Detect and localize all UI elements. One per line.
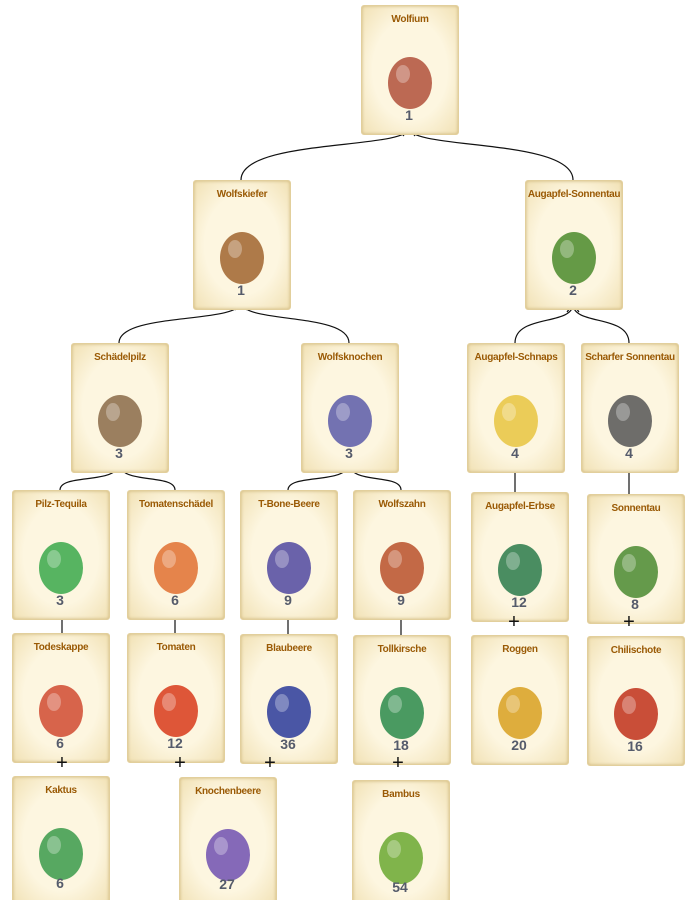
- plus-sign: +: [174, 752, 186, 774]
- item-card-kaktus[interactable]: Kaktus: [12, 776, 110, 900]
- item-card-tomaten[interactable]: Tomaten: [127, 633, 225, 763]
- item-count: 8: [631, 596, 639, 612]
- item-count: 4: [511, 445, 519, 461]
- item-count: 9: [284, 592, 292, 608]
- item-count: 16: [627, 738, 643, 754]
- item-label: Augapfel-Sonnentau: [527, 189, 621, 200]
- item-card-wolfszahn[interactable]: Wolfszahn: [353, 490, 451, 620]
- item-count: 1: [405, 107, 413, 123]
- pilz-tequila-icon: [39, 542, 83, 594]
- item-count: 12: [167, 735, 183, 751]
- item-label: Sonnentau: [611, 503, 661, 514]
- item-card-bambus[interactable]: Bambus: [352, 780, 450, 900]
- blaubeere-icon: [267, 686, 311, 738]
- item-card-sonnentau[interactable]: Sonnentau: [587, 494, 685, 624]
- schaedelpilz-icon: [98, 395, 142, 447]
- item-label: Wolfium: [391, 14, 429, 25]
- item-label: Todeskappe: [33, 642, 89, 653]
- augapfel-schnaps-icon: [494, 395, 538, 447]
- item-count: 1: [237, 282, 245, 298]
- item-label: Kaktus: [45, 785, 77, 796]
- item-count: 54: [392, 879, 408, 895]
- todeskappe-icon: [39, 685, 83, 737]
- item-card-schaedelpilz[interactable]: Schädelpilz: [71, 343, 169, 473]
- item-count: 18: [393, 737, 409, 753]
- item-card-roggen[interactable]: Roggen: [471, 635, 569, 765]
- wolfsknochen-icon: [328, 395, 372, 447]
- item-card-blaubeere[interactable]: Blaubeere: [240, 634, 338, 764]
- connector-augapfel-sonnentau: [408, 127, 574, 181]
- item-count: 3: [345, 445, 353, 461]
- item-label: Tollkirsche: [377, 644, 427, 655]
- item-label: T-Bone-Beere: [258, 499, 320, 510]
- item-label: Augapfel-Schnaps: [474, 352, 558, 363]
- item-count: 36: [280, 736, 296, 752]
- item-card-augapfel-sonnentau[interactable]: Augapfel-Sonnentau: [525, 180, 623, 310]
- connector-wolfskiefer: [240, 127, 410, 181]
- augapfel-erbse-icon: [498, 544, 542, 596]
- item-count: 6: [56, 875, 64, 891]
- t-bone-beere-icon: [267, 542, 311, 594]
- kaktus-icon: [39, 828, 83, 880]
- plus-sign: +: [392, 752, 404, 774]
- item-count: 20: [511, 737, 527, 753]
- item-card-wolfium[interactable]: Wolfium: [361, 5, 459, 135]
- item-card-wolfsknochen[interactable]: Wolfsknochen: [301, 343, 399, 473]
- item-count: 27: [219, 876, 235, 892]
- item-label: Scharfer Sonnentau: [585, 352, 675, 363]
- item-card-pilz-tequila[interactable]: Pilz-Tequila: [12, 490, 110, 620]
- item-count: 3: [115, 445, 123, 461]
- plus-sign: +: [623, 611, 635, 633]
- item-label: Wolfsknochen: [317, 352, 383, 363]
- item-label: Tomaten: [156, 642, 196, 653]
- chilischote-icon: [614, 688, 658, 740]
- plus-sign: +: [56, 752, 68, 774]
- item-count: 6: [171, 592, 179, 608]
- tollkirsche-icon: [380, 687, 424, 739]
- item-card-tomatenschaedel[interactable]: Tomatenschädel: [127, 490, 225, 620]
- bambus-icon: [379, 832, 423, 884]
- item-card-chilischote[interactable]: Chilischote: [587, 636, 685, 766]
- item-card-knochenbeere[interactable]: Knochenbeere: [179, 777, 277, 900]
- item-card-tollkirsche[interactable]: Tollkirsche: [353, 635, 451, 765]
- item-count: 12: [511, 594, 527, 610]
- plus-sign: +: [508, 611, 520, 633]
- item-card-todeskappe[interactable]: Todeskappe: [12, 633, 110, 763]
- item-count: 2: [569, 282, 577, 298]
- plus-sign: +: [264, 752, 276, 774]
- tomatenschaedel-icon: [154, 542, 198, 594]
- wolfskiefer-icon: [220, 232, 264, 284]
- item-label: Chilischote: [610, 645, 662, 656]
- item-count: 9: [397, 592, 405, 608]
- item-count: 6: [56, 735, 64, 751]
- item-card-scharfer-sonnentau[interactable]: Scharfer Sonnentau: [581, 343, 679, 473]
- item-label: Pilz-Tequila: [35, 499, 87, 510]
- item-label: Bambus: [382, 789, 420, 800]
- item-card-wolfskiefer[interactable]: Wolfskiefer: [193, 180, 291, 310]
- item-count: 3: [56, 592, 64, 608]
- item-card-augapfel-schnaps[interactable]: Augapfel-Schnaps: [467, 343, 565, 473]
- item-label: Augapfel-Erbse: [485, 501, 555, 512]
- knochenbeere-icon: [206, 829, 250, 881]
- item-label: Schädelpilz: [94, 352, 146, 363]
- roggen-icon: [498, 687, 542, 739]
- item-label: Wolfskiefer: [216, 189, 268, 200]
- sonnentau-icon: [614, 546, 658, 598]
- item-count: 4: [625, 445, 633, 461]
- wolfszahn-icon: [380, 542, 424, 594]
- augapfel-sonnentau-icon: [552, 232, 596, 284]
- wolfium-icon: [388, 57, 432, 109]
- item-card-augapfel-erbse[interactable]: Augapfel-Erbse: [471, 492, 569, 622]
- item-card-t-bone-beere[interactable]: T-Bone-Beere: [240, 490, 338, 620]
- item-label: Blaubeere: [266, 643, 312, 654]
- item-label: Roggen: [502, 644, 538, 655]
- item-label: Tomatenschädel: [139, 499, 213, 510]
- item-label: Wolfszahn: [378, 499, 426, 510]
- tomaten-icon: [154, 685, 198, 737]
- item-label: Knochenbeere: [195, 786, 261, 797]
- scharfer-sonnentau-icon: [608, 395, 652, 447]
